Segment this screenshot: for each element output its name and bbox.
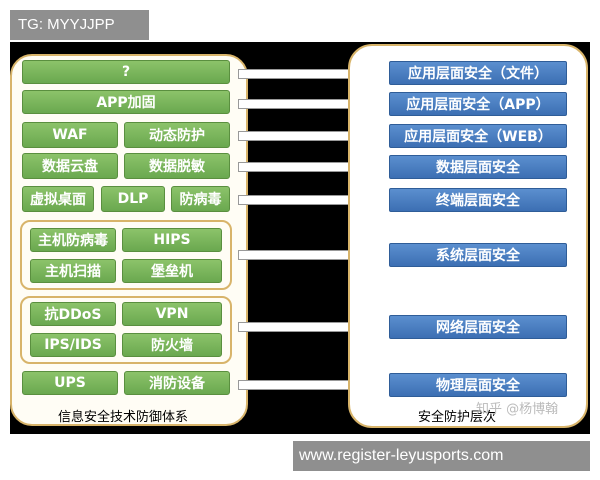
layer-system: 系统层面安全 — [389, 243, 567, 267]
tech-bastion-host: 堡垒机 — [122, 259, 222, 283]
layer-terminal: 终端层面安全 — [389, 188, 567, 212]
tech-host-scan: 主机扫描 — [30, 259, 116, 283]
tech-antivirus: 防病毒 — [171, 186, 230, 212]
tech-fire-equipment: 消防设备 — [124, 371, 230, 395]
tech-host-antivirus: 主机防病毒 — [30, 228, 116, 252]
tech-unknown: ? — [22, 60, 230, 84]
tech-app-hardening: APP加固 — [22, 90, 230, 114]
right-caption: 安全防护层次 — [418, 410, 497, 425]
tech-data-masking: 数据脱敏 — [124, 153, 230, 179]
tech-ips-ids: IPS/IDS — [30, 333, 116, 357]
watermark-text: 知乎 @杨博翰 — [476, 402, 559, 417]
tech-anti-ddos: 抗DDoS — [30, 302, 116, 326]
tech-dlp: DLP — [101, 186, 165, 212]
layer-app-file: 应用层面安全（文件） — [389, 61, 567, 85]
tech-firewall: 防火墙 — [122, 333, 222, 357]
tech-dynamic-protection: 动态防护 — [124, 122, 230, 148]
tg-label: TG: MYYJJPP — [10, 10, 149, 40]
tech-vpn: VPN — [122, 302, 222, 326]
layer-app-web: 应用层面安全（WEB） — [389, 124, 567, 148]
tech-waf: WAF — [22, 122, 118, 148]
left-caption: 信息安全技术防御体系 — [58, 410, 189, 425]
layer-network: 网络层面安全 — [389, 315, 567, 339]
layer-data: 数据层面安全 — [389, 155, 567, 179]
layer-app-app: 应用层面安全（APP） — [389, 92, 567, 116]
tech-ups: UPS — [22, 371, 118, 395]
tech-data-cloud-disk: 数据云盘 — [22, 153, 118, 179]
tech-hips: HIPS — [122, 228, 222, 252]
url-banner: www.register-leyusports.com — [293, 441, 590, 471]
layer-physical: 物理层面安全 — [389, 373, 567, 397]
tech-virtual-desktop: 虚拟桌面 — [22, 186, 94, 212]
